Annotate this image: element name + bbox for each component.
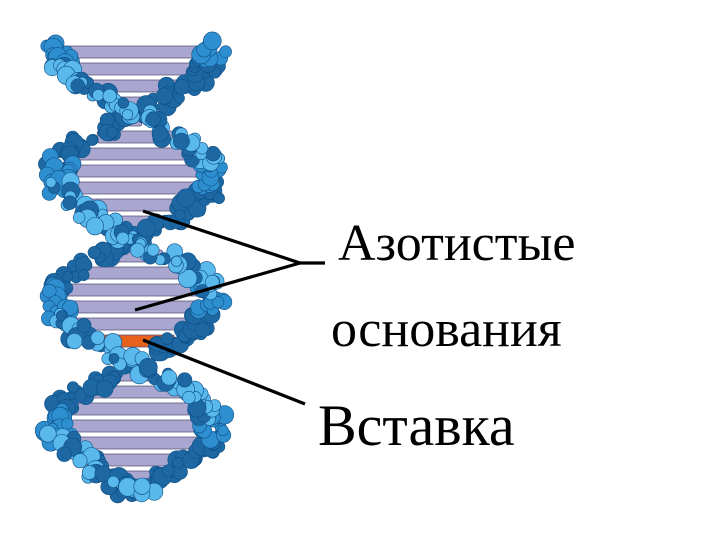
backbone-atom bbox=[66, 333, 83, 350]
backbone-atom bbox=[173, 92, 185, 104]
backbone-atom bbox=[171, 255, 183, 267]
backbone-atom bbox=[203, 31, 222, 51]
backbone-atom bbox=[138, 357, 158, 377]
backbone-atom bbox=[107, 475, 120, 489]
backbone-atom bbox=[176, 188, 196, 208]
base-pair-rung bbox=[68, 402, 202, 416]
backbone-atom bbox=[195, 322, 211, 338]
backbone-atom bbox=[174, 79, 190, 95]
base-pair-rung bbox=[60, 419, 210, 433]
pointer-line-insert bbox=[142, 338, 306, 406]
backbone-atom bbox=[106, 126, 118, 139]
label-insert: Вставка bbox=[318, 393, 515, 458]
backbone-atom bbox=[62, 195, 78, 210]
backbone-atom bbox=[81, 465, 97, 480]
backbone-atom bbox=[72, 211, 86, 224]
backbone-atom bbox=[90, 330, 105, 345]
backbone-atom bbox=[161, 464, 175, 478]
backbone-atom bbox=[129, 242, 145, 258]
backbone-atom bbox=[92, 89, 105, 102]
backbone-atom bbox=[62, 271, 73, 283]
backbone-atom bbox=[70, 78, 86, 93]
backbone-atom bbox=[151, 125, 169, 143]
backbone-atom bbox=[87, 246, 101, 260]
backbone-atom bbox=[155, 87, 173, 105]
backbone-atom bbox=[85, 217, 104, 236]
backbone-atom bbox=[161, 332, 174, 345]
pointer-line-bases-lower bbox=[134, 261, 301, 312]
label-nitrogenous-bases-line2: основания bbox=[331, 301, 562, 358]
backbone-strands bbox=[34, 31, 235, 504]
backbone-atom bbox=[219, 45, 232, 59]
backbone-atom bbox=[108, 353, 120, 364]
backbone-atom bbox=[45, 176, 57, 188]
base-pair-rung bbox=[73, 147, 197, 161]
backbone-atom bbox=[77, 269, 90, 282]
backbone-atom bbox=[55, 310, 68, 322]
backbone-atom bbox=[86, 134, 98, 146]
backbone-atom bbox=[42, 283, 57, 299]
backbone-atom bbox=[39, 425, 57, 443]
backbone-atom bbox=[172, 132, 190, 150]
backbone-atom bbox=[56, 446, 73, 462]
backbone-atom bbox=[177, 372, 193, 388]
base-pair-rung bbox=[60, 45, 210, 59]
backbone-atom bbox=[67, 381, 80, 394]
backbone-atom bbox=[174, 209, 186, 221]
base-pair-rung bbox=[67, 62, 203, 76]
backbone-atom bbox=[72, 453, 88, 469]
backbone-atom bbox=[182, 390, 196, 405]
backbone-atom bbox=[217, 424, 229, 437]
backbone-atom bbox=[145, 111, 161, 127]
backbone-atom bbox=[102, 88, 117, 103]
backbone-atom bbox=[136, 218, 156, 238]
backbone-atom bbox=[76, 317, 92, 333]
pointer-lines bbox=[134, 209, 325, 406]
backbone-atom bbox=[133, 477, 151, 495]
backbone-atom bbox=[121, 108, 134, 121]
label-nitrogenous-bases-line1: Азотистые bbox=[338, 215, 576, 272]
backbone-atom bbox=[146, 243, 160, 257]
backbone-atom bbox=[211, 296, 225, 309]
backbone-atom bbox=[116, 231, 130, 245]
backbone-atom bbox=[161, 369, 178, 386]
backbone-atom bbox=[95, 379, 114, 398]
backbone-atom bbox=[172, 456, 184, 469]
base-pair-rung bbox=[61, 164, 209, 178]
backbone-atom bbox=[117, 97, 130, 109]
backbone-atom bbox=[213, 192, 225, 204]
